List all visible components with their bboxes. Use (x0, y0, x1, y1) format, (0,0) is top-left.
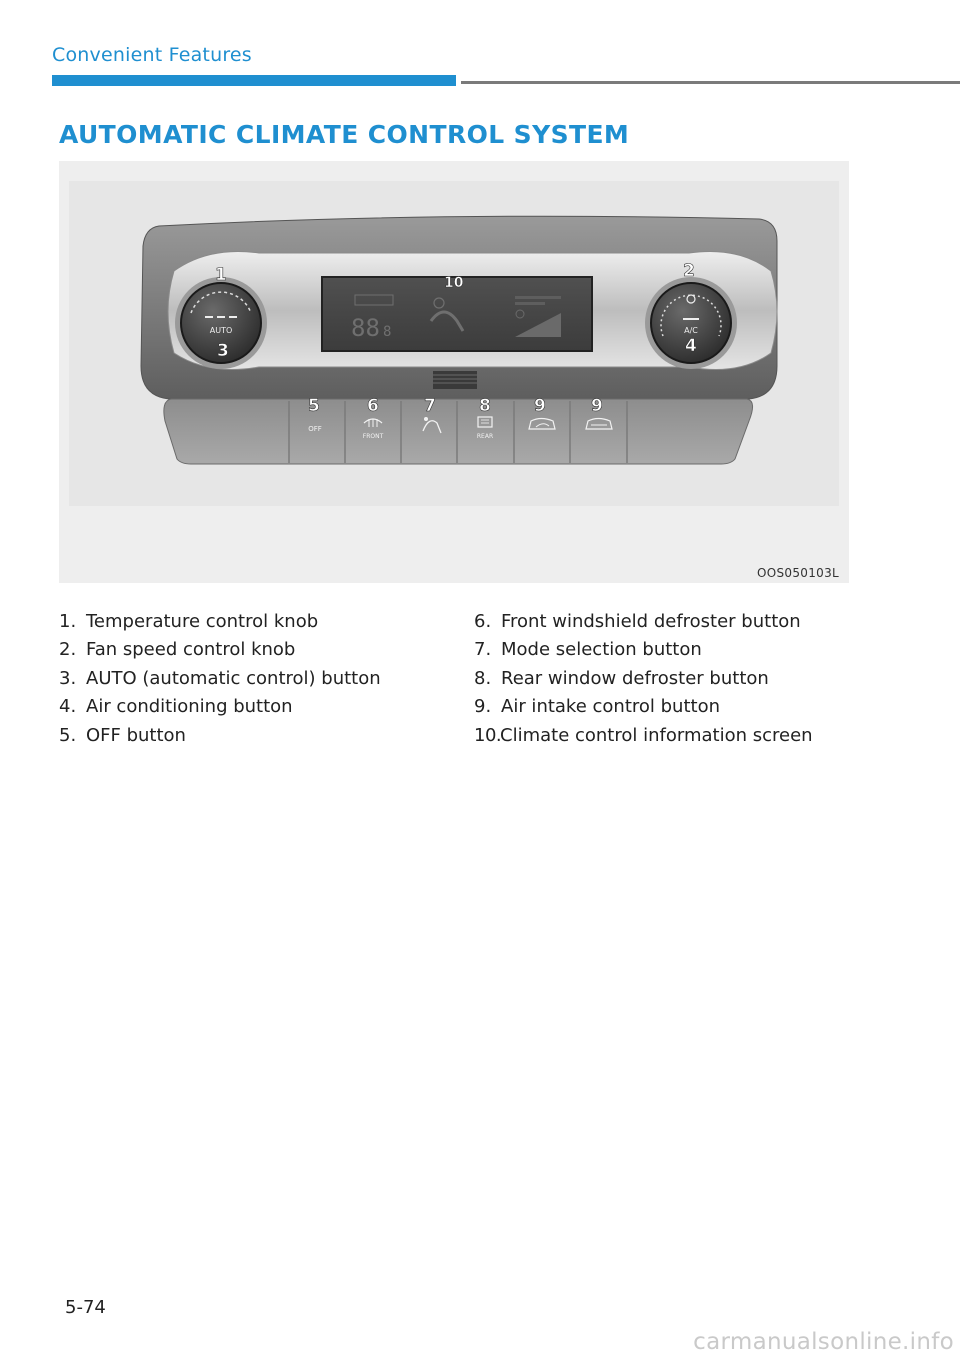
list-item: 3. AUTO (automatic control) button (59, 665, 459, 693)
item-number: 2. (59, 639, 77, 661)
item-text: Rear window defroster button (501, 667, 769, 689)
item-number: 10. (474, 724, 502, 746)
item-number: 3. (59, 667, 77, 689)
callout-list-left: 1. Temperature control knob 2. Fan speed c… (59, 608, 459, 750)
item-number: 7. (474, 639, 492, 661)
display-digits: 88 (351, 314, 380, 342)
list-item: 8. Rear window defroster button (474, 665, 894, 693)
callout-9a: 9 (534, 396, 546, 416)
list-item: 5. OFF button (59, 722, 459, 750)
ac-knob-label: A/C (684, 326, 698, 335)
watermark: carmanualsonline.info (693, 1329, 954, 1355)
front-defrost-icon (363, 418, 383, 427)
mode-selection-icon (422, 417, 442, 434)
item-number: 6. (474, 611, 492, 632)
list-item: 6. Front windshield defroster button (474, 608, 894, 636)
item-text: Fan speed control knob (86, 639, 296, 661)
callout-7: 7 (424, 396, 436, 416)
front-button-label: FRONT (363, 433, 384, 440)
item-text: Mode selection button (501, 639, 702, 661)
item-text: Climate control information screen (500, 724, 813, 746)
item-number: 1. (59, 611, 77, 632)
recirculation-icon (528, 417, 556, 430)
list-item: 7. Mode selection button (474, 636, 894, 664)
fresh-air-icon (585, 417, 613, 430)
item-text: Air conditioning button (86, 696, 293, 718)
callout-8: 8 (479, 396, 491, 416)
callout-1: 1 (215, 265, 227, 285)
item-text: Temperature control knob (86, 611, 319, 632)
list-item: 4. Air conditioning button (59, 693, 459, 721)
auto-knob-label: AUTO (210, 326, 233, 335)
fan-speed-control-knob: A/C (645, 277, 737, 369)
list-item: 9. Air intake control button (474, 693, 894, 721)
item-number: 8. (474, 667, 492, 689)
callout-6: 6 (367, 396, 379, 416)
list-item: 10.Climate control information screen (474, 722, 894, 750)
figure-code: OOS050103L (756, 566, 839, 580)
temperature-control-knob: AUTO (175, 277, 267, 369)
item-text: AUTO (automatic control) button (86, 667, 381, 689)
rear-button-label: REAR (477, 433, 493, 440)
rear-defrost-icon (477, 416, 493, 428)
item-number: 5. (59, 724, 77, 746)
list-item: 2. Fan speed control knob (59, 636, 459, 664)
header-rule-thin (461, 81, 960, 84)
display-small-digit: 8 (383, 324, 391, 340)
callout-numbers: 1 2 3 4 5 6 7 8 9 9 10 (215, 261, 698, 417)
section-label: Convenient Features (52, 44, 252, 66)
item-text: Front windshield defroster button (501, 611, 801, 632)
button-strip (163, 398, 753, 465)
climate-panel-figure: AUTO A/C 88 8 (59, 161, 849, 583)
header-rule-thick (52, 75, 456, 86)
list-item: 1. Temperature control knob (59, 608, 459, 636)
climate-panel-illustration: AUTO A/C 88 8 (59, 161, 849, 583)
item-text: Air intake control button (501, 696, 720, 718)
callout-10: 10 (444, 275, 464, 291)
callout-2: 2 (683, 261, 695, 281)
callout-3: 3 (217, 341, 229, 361)
button-dividers (288, 401, 628, 463)
callout-5: 5 (308, 396, 320, 416)
page-number: 5-74 (65, 1297, 106, 1318)
callout-4: 4 (685, 336, 697, 356)
page-title: AUTOMATIC CLIMATE CONTROL SYSTEM (59, 120, 630, 149)
climate-information-screen: 88 8 (321, 276, 593, 352)
item-text: OFF button (86, 724, 186, 746)
item-number: 9. (474, 696, 492, 718)
callout-list-right: 6. Front windshield defroster button 7. Mo… (474, 608, 894, 750)
off-button-label: OFF (308, 425, 322, 433)
item-number: 4. (59, 696, 77, 718)
panel-vent-grille (433, 371, 477, 389)
callout-9b: 9 (591, 396, 603, 416)
